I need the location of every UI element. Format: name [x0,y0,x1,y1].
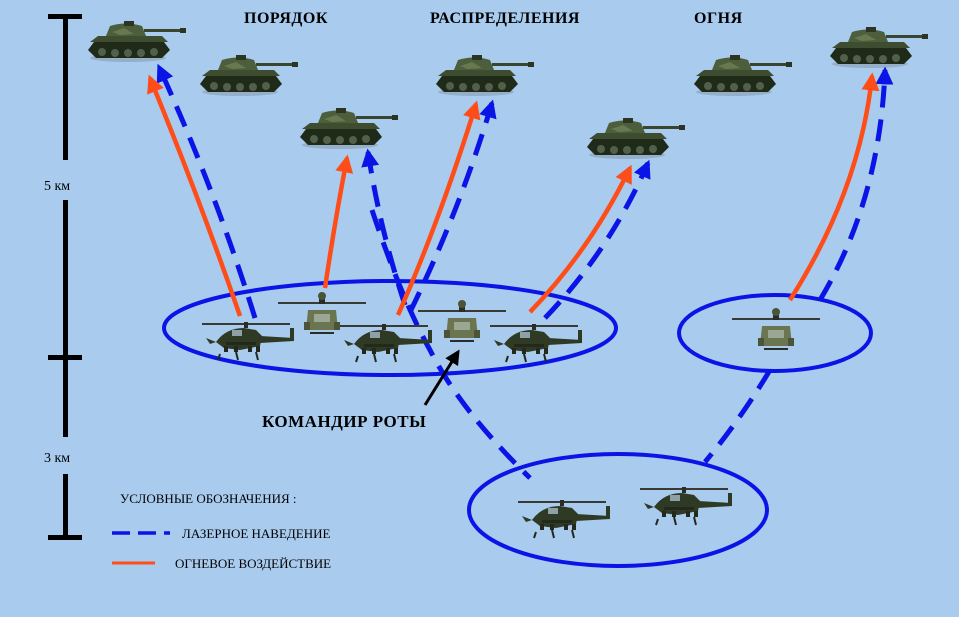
scale-label-3km: 3 км [44,451,70,466]
legend-heading: УСЛОВНЫЕ ОБОЗНАЧЕНИЯ : [120,491,297,506]
scale-tick-bottom [48,535,82,540]
laser-line-to-tank-4 [407,99,497,314]
scale-segment-upper-b [63,200,68,358]
attack-helicopter-icon [201,321,295,361]
title-word-1: ПОРЯДОК [244,10,328,27]
attack-helicopter-icon [517,499,611,539]
tank-icon [694,55,792,96]
laser-line-to-tank-3 [361,148,408,306]
right-group-ring [677,293,873,373]
fire-impact-lines [147,72,880,317]
enemy-tanks [88,21,928,159]
reserve-group-ring [467,452,769,568]
scale-label-5km: 5 км [44,179,70,194]
commander-pointer-arrow [423,349,460,406]
laser-line-to-tank-5 [543,159,651,320]
laser-link-right-to-reserve [703,368,773,464]
distance-scale-bar: 5 км 3 км [44,14,82,540]
laser-designation-lines [156,63,894,320]
legend: УСЛОВНЫЕ ОБОЗНАЧЕНИЯ : ЛАЗЕРНОЕ НАВЕДЕНИ… [112,491,331,571]
fire-line-to-tank-4 [395,100,481,316]
scale-segment-lower-b [63,474,68,538]
title-word-3: ОГНЯ [694,10,743,27]
laser-line-to-tank-1 [156,63,258,319]
title-word-2: РАСПРЕДЕЛЕНИЯ [430,10,580,27]
laser-line-to-tank-7 [817,66,894,302]
main-group-ring [162,279,618,377]
tank-icon [300,108,398,149]
laser-links [369,209,773,480]
fire-line-to-tank-5 [528,164,633,314]
tank-icon [88,21,186,62]
scout-helicopter-icon [732,308,820,350]
attack-helicopter-icon [639,486,733,526]
fire-line-to-tank-1 [147,74,243,317]
legend-fire-label: ОГНЕВОЕ ВОЗДЕЙСТВИЕ [175,556,331,571]
reserve-group-helicopters [517,486,733,539]
scout-helicopter-icon [278,292,366,334]
tank-icon [830,27,928,68]
attack-helicopter-icon [339,323,433,363]
legend-laser-label: ЛАЗЕРНОЕ НАВЕДЕНИЕ [182,526,331,541]
tank-icon [200,55,298,96]
fire-line-to-tank-7 [788,72,880,302]
scale-segment-lower-a [63,355,68,437]
tank-icon [587,118,685,159]
commander-label: КОМАНДИР РОТЫ [262,412,426,431]
main-group-helicopters [201,292,583,363]
tank-icon [436,55,534,96]
fire-line-to-tank-3 [322,154,354,289]
scale-segment-upper-a [63,14,68,160]
